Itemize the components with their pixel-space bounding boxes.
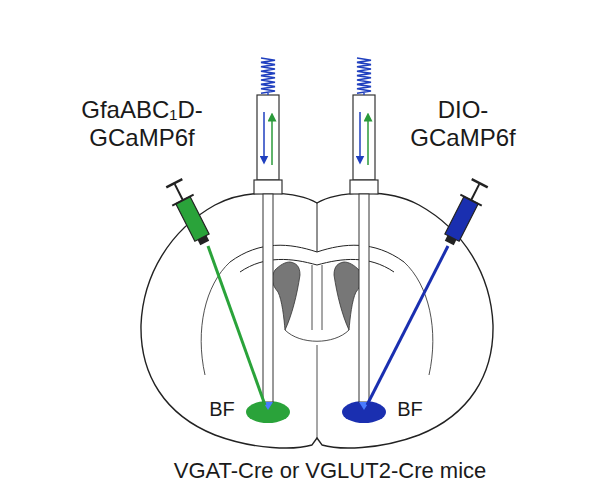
corpus-callosum bbox=[230, 245, 404, 262]
light-pulse-spring bbox=[267, 93, 268, 95]
optic-fiber bbox=[350, 95, 378, 410]
light-pulse-spring bbox=[357, 58, 371, 93]
midline bbox=[317, 203, 318, 252]
green-injection-site bbox=[246, 401, 290, 423]
region-label: BF bbox=[390, 398, 430, 421]
septum bbox=[312, 265, 322, 330]
figure-caption: VGAT-Cre or VGLUT2-Cre mice bbox=[174, 458, 487, 483]
syringe-green bbox=[164, 178, 265, 405]
brain-outline bbox=[141, 193, 493, 448]
syringe-blue bbox=[367, 178, 490, 405]
virus-label: DIO- GCaMP6f bbox=[388, 96, 538, 151]
light-pulse-spring bbox=[363, 93, 364, 95]
ventral-line bbox=[285, 330, 349, 438]
light-pulse-spring bbox=[261, 58, 275, 93]
optic-fiber bbox=[254, 95, 282, 410]
ventricle bbox=[334, 262, 362, 330]
region-label: BF bbox=[202, 398, 242, 421]
virus-label: GfaABC₁D- GCaMP6f bbox=[57, 96, 227, 151]
blue-injection-site bbox=[342, 401, 386, 423]
light-pulses bbox=[261, 58, 371, 95]
ventricle bbox=[272, 262, 300, 330]
